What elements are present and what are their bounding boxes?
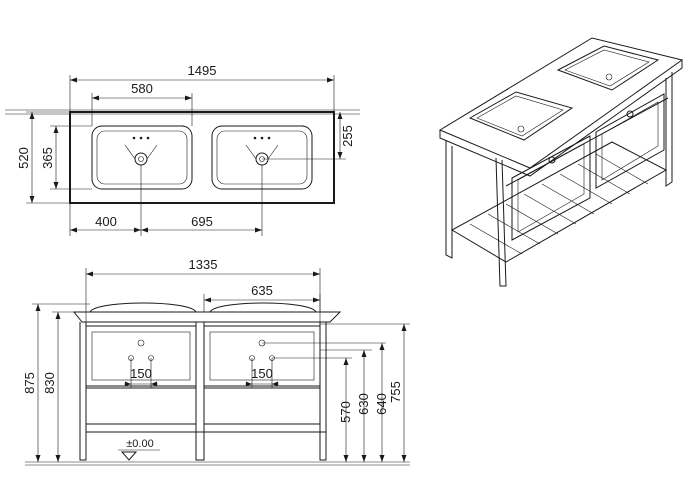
- iso-leg-back-right: [665, 72, 673, 187]
- isometric-view: [438, 37, 684, 287]
- dim-h-630: 630: [356, 393, 371, 415]
- left-basin-inner: [96, 130, 188, 185]
- floor-level-label: ±0.00: [126, 438, 153, 450]
- front-leg-mid: [195, 322, 205, 461]
- dim-bowl-span: 695: [191, 214, 213, 229]
- dim-bowl-spacing: 580: [131, 81, 153, 96]
- dim-basin-width: 635: [251, 283, 273, 298]
- top-view: 1495 580 520 365 255 400 695: [5, 63, 360, 236]
- iso-countertop-edge: [439, 60, 683, 177]
- iso-basin-left: [468, 91, 574, 141]
- left-basin-plan: [91, 125, 193, 190]
- dim-bowl-depth: 365: [40, 147, 55, 169]
- iso-drawer-right: [595, 93, 665, 189]
- dim-rear-offset: 255: [340, 125, 355, 147]
- left-drain: [134, 152, 148, 166]
- right-overflow-lines: [245, 144, 279, 160]
- left-drain-core: [138, 156, 144, 162]
- iso-rail-top: [505, 97, 669, 187]
- front-drawer-left: [85, 325, 197, 387]
- iso-slatted-shelf: [450, 141, 668, 263]
- dim-overall-depth: 520: [16, 147, 31, 169]
- dim-height-top: 830: [42, 372, 57, 394]
- dim-height-total: 875: [22, 372, 37, 394]
- front-basin-right: [209, 302, 317, 313]
- front-basin-left: [89, 302, 197, 313]
- front-leg-left: [79, 322, 87, 461]
- dim-h-570: 570: [338, 401, 353, 423]
- iso-countertop: [438, 37, 684, 169]
- dim-overall-width: 1495: [188, 63, 217, 78]
- iso-basin-right: [556, 45, 660, 91]
- dim-left-offset: 400: [95, 214, 117, 229]
- iso-leg-front-mid: [495, 157, 507, 287]
- front-drawer-right: [203, 325, 321, 387]
- floor-level-marker: [120, 451, 138, 461]
- dim-h-640: 640: [374, 393, 389, 415]
- countertop-plan: [69, 111, 335, 204]
- iso-leg-front-left: [445, 140, 453, 259]
- iso-drawer-left: [511, 135, 591, 241]
- front-view: 1335 635 875 830 150 150: [22, 257, 410, 466]
- dim-tap-spacing-left: 150: [130, 366, 152, 381]
- dim-frame-width: 1335: [189, 257, 218, 272]
- front-shelf-right: [203, 387, 321, 425]
- dim-tap-spacing-right: 150: [251, 366, 273, 381]
- front-shelf-left: [85, 387, 197, 425]
- dim-h-755: 755: [388, 381, 403, 403]
- front-countertop: [72, 311, 342, 323]
- left-overflow-lines: [124, 144, 158, 160]
